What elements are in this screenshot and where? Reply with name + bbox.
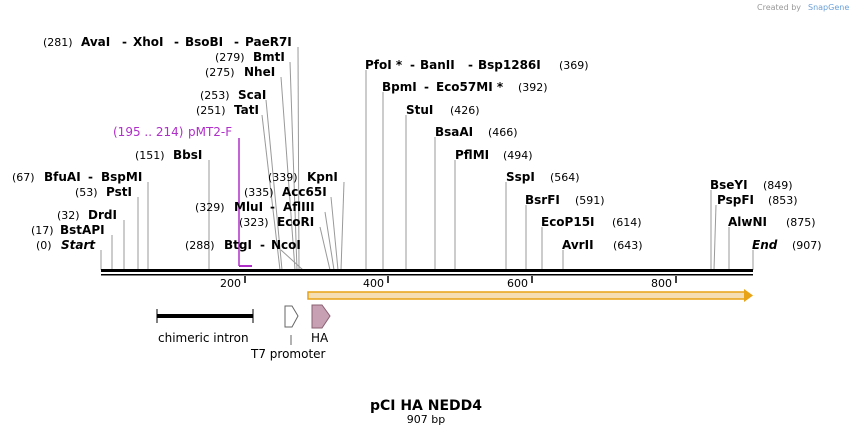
site-scai[interactable]: ScaI (238, 88, 266, 102)
svg-text:-: - (410, 58, 415, 72)
site-stui-pos: (426) (450, 104, 480, 117)
site-drdi[interactable]: DrdI (88, 208, 117, 222)
plasmid-length: 907 bp (407, 413, 445, 426)
primer-range: (195 .. 214) (113, 125, 183, 139)
site-btgi[interactable]: BtgI (224, 238, 252, 252)
site-bspmi[interactable]: BspMI (101, 170, 142, 184)
site-pflmi[interactable]: PflMI (455, 148, 489, 162)
site-pflmi-pos: (494) (503, 149, 533, 162)
site-kpni-pos: (339) (268, 171, 298, 184)
site-bseyi-pos: (849) (763, 179, 793, 192)
site-pspfi-pos: (853) (768, 194, 798, 207)
site-bfuai-pos: (67) (12, 171, 35, 184)
site-banii[interactable]: BanII (420, 58, 455, 72)
site-afliii[interactable]: AflIII (283, 200, 315, 214)
site-ecori[interactable]: EcoRI (277, 215, 314, 229)
site-lines (100, 46, 754, 271)
site-psti-pos: (53) (75, 186, 98, 199)
sequence-backbone (101, 269, 753, 276)
chimeric-intron-label: chimeric intron (158, 331, 249, 345)
tick-label: 200 (220, 277, 241, 290)
site-avrii[interactable]: AvrII (562, 238, 594, 252)
svg-text:-: - (270, 200, 275, 214)
site-bsaai[interactable]: BsaAI (435, 125, 473, 139)
site-ecop15i-pos: (614) (612, 216, 642, 229)
site-alwni[interactable]: AlwNI (728, 215, 767, 229)
site-pfoi-pos: (369) (559, 59, 589, 72)
site-tati-pos: (251) (196, 104, 226, 117)
site-start-pos: (0) (36, 239, 52, 252)
site-scai-pos: (253) (200, 89, 230, 102)
svg-text:-: - (424, 80, 429, 94)
chimeric-intron-feature[interactable]: chimeric intron (156, 309, 254, 345)
svg-text:-: - (174, 35, 179, 49)
tick-label: 400 (363, 277, 384, 290)
site-pfoi[interactable]: PfoI * (365, 58, 403, 72)
site-acc65i-pos: (335) (244, 186, 274, 199)
site-ecori-pos: (323) (239, 216, 269, 229)
svg-text:-: - (468, 58, 473, 72)
site-labels: (0) Start (17) BstAPI (32) DrdI (53) Pst… (12, 35, 822, 252)
site-bfuai[interactable]: BfuAI (44, 170, 81, 184)
site-end[interactable]: End (752, 238, 778, 252)
svg-text:-: - (260, 238, 265, 252)
site-stui[interactable]: StuI (406, 103, 433, 117)
tick-label: 600 (507, 277, 528, 290)
site-start[interactable]: Start (61, 238, 96, 252)
credit-brand: SnapGene (808, 3, 849, 12)
ha-label: HA (311, 331, 329, 345)
site-mlui[interactable]: MluI (234, 200, 263, 214)
site-bsobi[interactable]: BsoBI (185, 35, 223, 49)
site-bsp1286i[interactable]: Bsp1286I (478, 58, 541, 72)
site-avai-pos: (281) (43, 36, 73, 49)
site-xhoi[interactable]: XhoI (133, 35, 164, 49)
plasmid-title: pCI HA NEDD4 (370, 398, 482, 414)
site-bbsi-pos: (151) (135, 149, 165, 162)
site-bmti-pos: (279) (215, 51, 245, 64)
site-bsrfi-pos: (591) (575, 194, 605, 207)
ha-feature[interactable]: HA (311, 304, 331, 345)
site-eco57mi[interactable]: Eco57MI * (436, 80, 504, 94)
site-pspfi[interactable]: PspFI (717, 193, 754, 207)
site-avai[interactable]: AvaI (81, 35, 110, 49)
svg-text:-: - (234, 35, 239, 49)
t7-promoter-label: T7 promoter (250, 347, 326, 361)
site-kpni[interactable]: KpnI (307, 170, 338, 184)
site-bbsi[interactable]: BbsI (173, 148, 202, 162)
site-bsaai-pos: (466) (488, 126, 518, 139)
site-psti[interactable]: PstI (106, 185, 132, 199)
svg-text:-: - (122, 35, 127, 49)
axis: 200 400 600 800 (220, 276, 677, 290)
site-bseyi[interactable]: BseYI (710, 178, 748, 192)
site-avrii-pos: (643) (613, 239, 643, 252)
site-bpmi[interactable]: BpmI (382, 80, 417, 94)
site-bstapi[interactable]: BstAPI (60, 223, 105, 237)
cds-arrow[interactable] (307, 289, 753, 302)
site-sspi[interactable]: SspI (506, 170, 535, 184)
site-nhei[interactable]: NheI (244, 65, 275, 79)
site-tati[interactable]: TatI (234, 103, 259, 117)
site-ecop15i[interactable]: EcoP15I (541, 215, 595, 229)
primer-pmt2-f[interactable]: (195 .. 214) pMT2-F (113, 125, 252, 267)
site-bmti[interactable]: BmtI (253, 50, 285, 64)
site-end-pos: (907) (792, 239, 822, 252)
t7-promoter-feature[interactable]: T7 promoter (250, 305, 326, 361)
site-drdi-pos: (32) (57, 209, 80, 222)
tick-label: 800 (651, 277, 672, 290)
site-ncoi[interactable]: NcoI (271, 238, 301, 252)
primer-name: pMT2-F (188, 125, 232, 139)
credit-text: Created by (757, 3, 801, 12)
site-mlui-pos: (329) (195, 201, 225, 214)
site-bsrfi[interactable]: BsrFI (525, 193, 560, 207)
site-sspi-pos: (564) (550, 171, 580, 184)
svg-text:-: - (88, 170, 93, 184)
site-btgi-pos: (288) (185, 239, 215, 252)
site-bpmi-pos: (392) (518, 81, 548, 94)
site-nhei-pos: (275) (205, 66, 235, 79)
site-acc65i[interactable]: Acc65I (282, 185, 327, 199)
site-bstapi-pos: (17) (31, 224, 54, 237)
site-alwni-pos: (875) (786, 216, 816, 229)
site-paer7i[interactable]: PaeR7I (245, 35, 292, 49)
